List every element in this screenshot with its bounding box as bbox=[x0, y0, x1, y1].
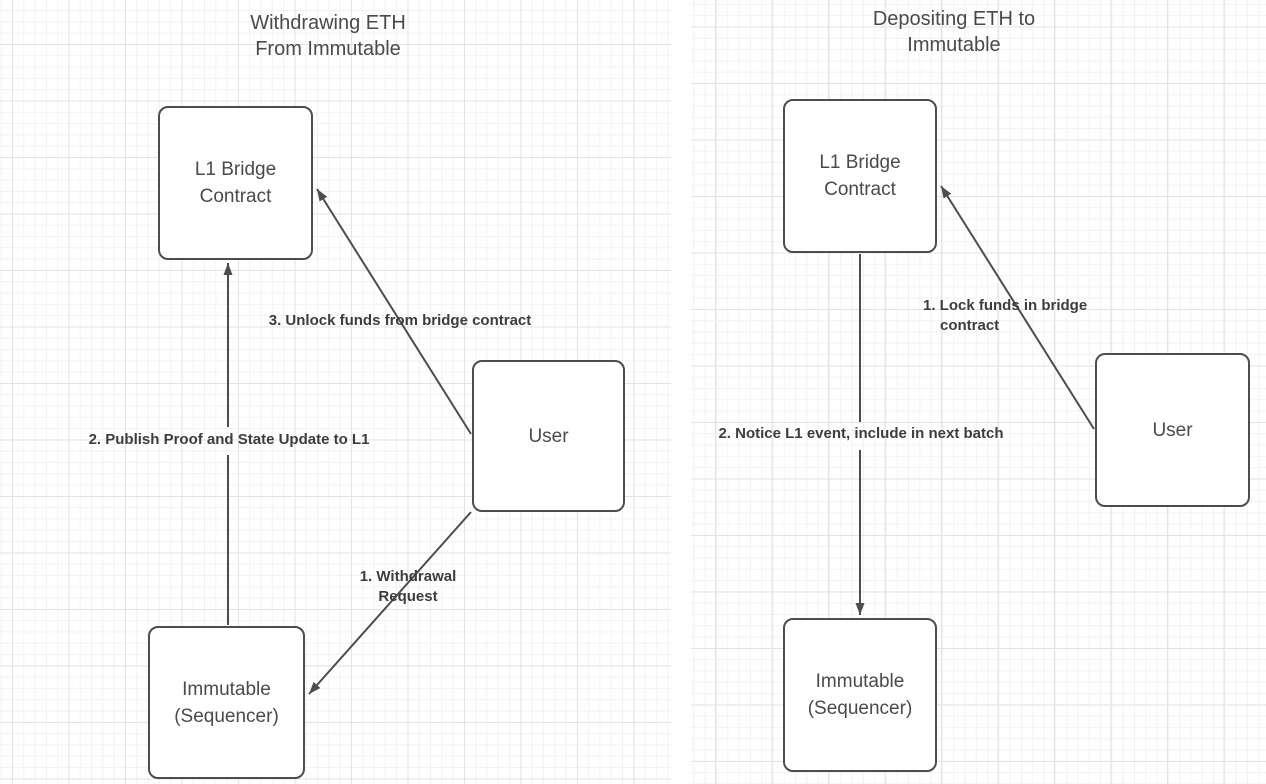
edge-label-lock-funds: 1. Lock funds in bridge contract bbox=[923, 297, 1088, 334]
left-diagram-title: Withdrawing ETH From Immutable bbox=[250, 12, 406, 60]
right-diagram-title: Depositing ETH to Immutable bbox=[872, 8, 1036, 56]
node-user-right: User bbox=[1095, 353, 1250, 507]
node-immutable-sequencer-left: Immutable (Sequencer) bbox=[148, 626, 305, 779]
node-immutable-sequencer-right: Immutable (Sequencer) bbox=[783, 618, 937, 772]
edge-label-unlock-funds: 3. Unlock funds from bridge contract bbox=[268, 312, 532, 329]
node-user-left: User bbox=[472, 360, 625, 512]
node-l1-bridge-contract-right: L1 Bridge Contract bbox=[783, 99, 937, 253]
node-l1-bridge-contract-left: L1 Bridge Contract bbox=[158, 106, 313, 260]
edge-label-withdrawal-request: 1. Withdrawal Request bbox=[359, 568, 457, 605]
edge-label-notice-event: 2. Notice L1 event, include in next batc… bbox=[718, 425, 1004, 442]
edge-label-publish-proof: 2. Publish Proof and State Update to L1 bbox=[88, 431, 370, 448]
